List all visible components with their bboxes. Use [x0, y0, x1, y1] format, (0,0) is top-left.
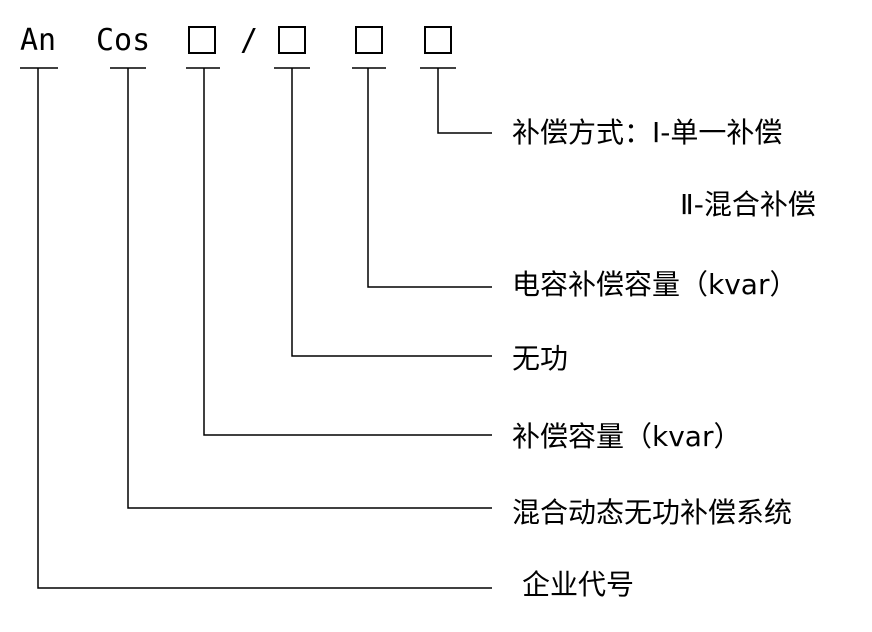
placeholder-box-reactive	[278, 26, 306, 54]
leader-reactive	[291, 68, 492, 357]
code-prefix: An	[20, 23, 57, 58]
leader-capacitor	[367, 68, 492, 288]
label-capacity: 补偿容量（kvar）	[512, 420, 742, 453]
leader-capacity	[203, 68, 492, 436]
leader-enterprise	[37, 68, 492, 589]
code-series: Cos	[96, 23, 151, 58]
label-capacitor: 电容补偿容量（kvar）	[512, 268, 798, 301]
placeholder-box-capacitor	[355, 26, 383, 54]
label-system: 混合动态无功补偿系统	[512, 496, 793, 529]
leader-mode	[437, 68, 492, 134]
label-mode-alt: Ⅱ-混合补偿	[680, 188, 816, 221]
placeholder-box-capacity	[188, 26, 216, 54]
label-enterprise: 企业代号	[522, 568, 635, 601]
leader-system	[127, 68, 492, 509]
label-mode: 补偿方式：Ⅰ-单一补偿	[512, 116, 783, 149]
code-separator: /	[240, 23, 259, 58]
label-reactive: 无功	[512, 342, 569, 375]
placeholder-box-mode	[424, 26, 452, 54]
